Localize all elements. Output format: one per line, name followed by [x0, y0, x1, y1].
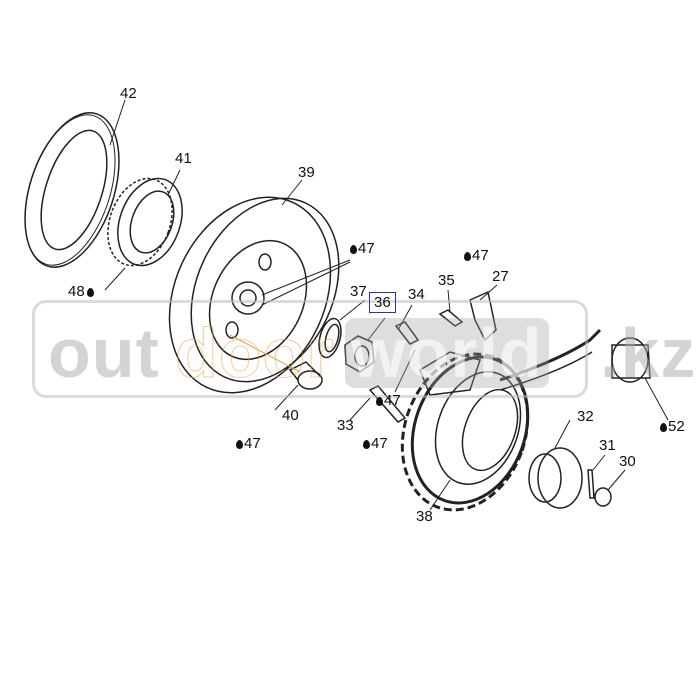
part-31-pin	[587, 469, 595, 499]
oil-drop-icon	[86, 288, 94, 297]
callout-47-number: 47	[358, 240, 375, 257]
callout-52[interactable]: 52	[660, 418, 685, 435]
oil-drop-icon	[376, 397, 383, 406]
callout-39[interactable]: 39	[298, 164, 315, 181]
callout-37[interactable]: 37	[350, 283, 367, 300]
part-37-washer	[318, 317, 342, 359]
callout-48-number: 48	[68, 283, 85, 300]
callout-35[interactable]: 35	[438, 272, 455, 289]
callout-47-bracket[interactable]: 47	[464, 247, 489, 264]
callout-52-number: 52	[668, 418, 685, 435]
part-40-bolt	[229, 334, 323, 390]
part-39-flywheel	[168, 196, 351, 394]
callout-40[interactable]: 40	[282, 407, 299, 424]
oil-drop-icon	[464, 252, 471, 261]
watermark-text-door: door	[175, 314, 335, 392]
callout-47-number: 47	[472, 247, 489, 264]
callout-31[interactable]: 31	[599, 437, 616, 454]
callout-47-number: 47	[371, 435, 388, 452]
part-33-bolt	[368, 385, 407, 423]
part-36-nut	[344, 335, 375, 373]
oil-drop-icon	[350, 245, 357, 254]
callout-47-bolt[interactable]: 47	[236, 435, 261, 452]
callout-47-flywheel[interactable]: 47	[350, 240, 375, 257]
callout-41[interactable]: 41	[175, 150, 192, 167]
part-38-stator	[400, 328, 602, 512]
callout-34[interactable]: 34	[408, 286, 425, 303]
callout-42[interactable]: 42	[120, 85, 137, 102]
callout-38[interactable]: 38	[416, 508, 433, 525]
oil-drop-icon	[363, 440, 370, 449]
oil-drop-icon	[236, 440, 243, 449]
watermark-frame	[32, 300, 588, 398]
part-35-screw	[438, 309, 464, 327]
part-27-bracket	[469, 290, 497, 342]
watermark-text-kz: .kz	[600, 314, 697, 392]
callout-47-number: 47	[384, 392, 401, 409]
part-52-grommet	[611, 337, 651, 383]
callout-48[interactable]: 48	[68, 283, 95, 300]
oil-drop-icon	[660, 423, 667, 432]
callout-30[interactable]: 30	[619, 453, 636, 470]
part-30-washer	[594, 487, 612, 507]
callout-47-stator-bolt[interactable]: 47	[363, 435, 388, 452]
callout-36-highlighted[interactable]: 36	[369, 292, 396, 313]
callout-27[interactable]: 27	[492, 268, 509, 285]
leader-lines	[104, 99, 669, 511]
watermark-text-world: world	[345, 318, 549, 388]
callout-47-nut[interactable]: 47	[376, 392, 401, 409]
part-32-gear	[528, 447, 583, 509]
part-42-ring-plate	[24, 112, 120, 268]
part-41-clutch	[107, 177, 183, 267]
callout-32[interactable]: 32	[577, 408, 594, 425]
callout-33[interactable]: 33	[337, 417, 354, 434]
watermark-text-out: out	[48, 314, 160, 392]
callout-47-number: 47	[244, 435, 261, 452]
